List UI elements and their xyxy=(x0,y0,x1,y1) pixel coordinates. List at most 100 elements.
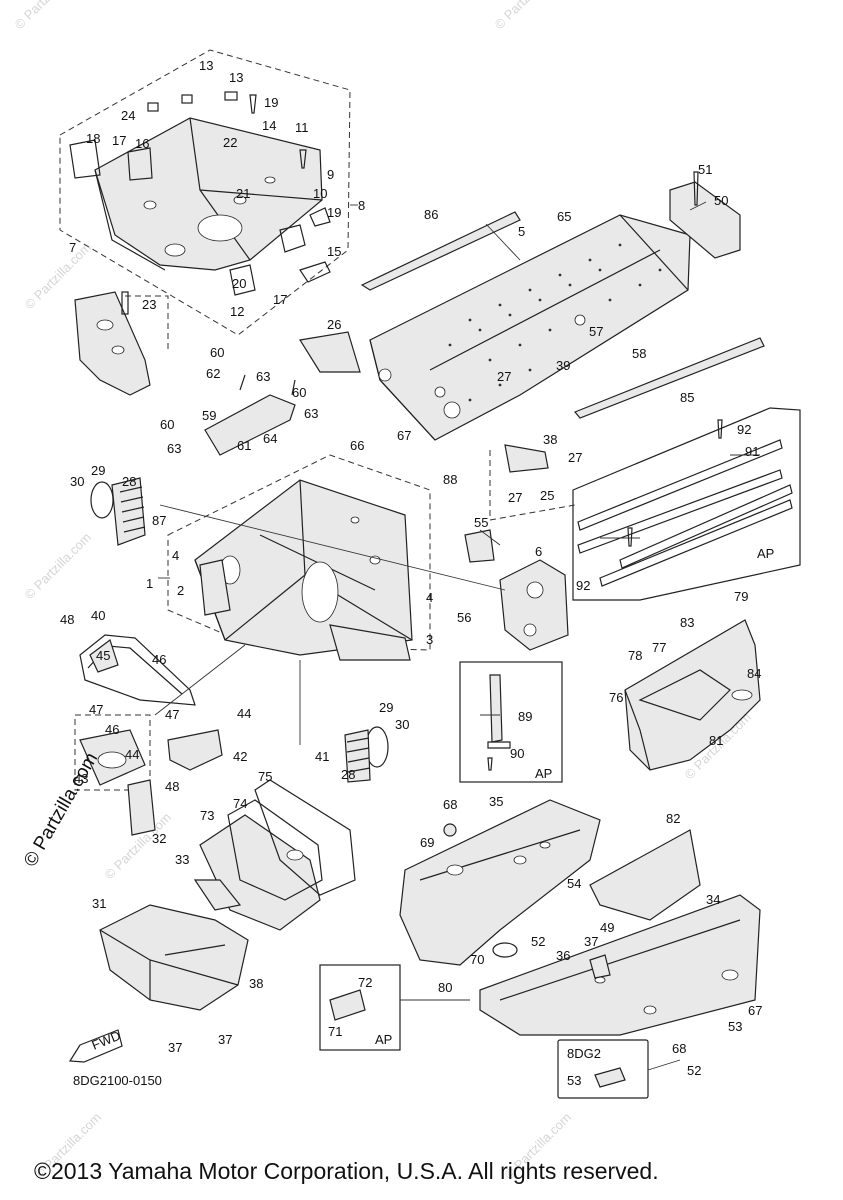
ap-box-rails xyxy=(572,407,801,601)
callout-12: 12 xyxy=(230,304,244,319)
callout-52: 52 xyxy=(687,1063,701,1078)
callout-60: 60 xyxy=(292,385,306,400)
callout-48: 48 xyxy=(165,779,179,794)
front-frame-assembly xyxy=(59,49,358,336)
callout-34: 34 xyxy=(706,892,720,907)
callout-25: 25 xyxy=(540,488,554,503)
callout-54: 54 xyxy=(567,876,581,891)
callout-60: 60 xyxy=(210,345,224,360)
callout-3: 3 xyxy=(426,632,433,647)
callout-53: 53 xyxy=(567,1073,581,1088)
callout-30: 30 xyxy=(70,474,84,489)
callout-41: 41 xyxy=(315,749,329,764)
diagram-code: 8DG2100-0150 xyxy=(73,1073,162,1088)
callout-82: 82 xyxy=(666,811,680,826)
callout-27: 27 xyxy=(508,490,522,505)
callout-27: 27 xyxy=(497,369,511,384)
callout-29: 29 xyxy=(379,700,393,715)
callout-6: 6 xyxy=(535,544,542,559)
callout-8: 8 xyxy=(358,198,365,213)
panel-72 xyxy=(199,814,321,931)
ap-box-70 xyxy=(319,964,401,1051)
callout-84: 84 xyxy=(747,666,761,681)
callout-64: 64 xyxy=(263,431,277,446)
callout-7: 7 xyxy=(69,240,76,255)
callout-47: 47 xyxy=(89,702,103,717)
handle-40 xyxy=(79,634,196,706)
callout-5: 5 xyxy=(518,224,525,239)
callout-56: 56 xyxy=(457,610,471,625)
callout-44: 44 xyxy=(125,747,139,762)
callout-10: 10 xyxy=(313,186,327,201)
callout-83: 83 xyxy=(680,615,694,630)
panel-74 xyxy=(254,779,356,896)
nose-cover-31 xyxy=(99,904,249,1011)
callouts: 1 2 3 4 4 5 6 7 8 9 10 11 12 13 13 14 15… xyxy=(60,58,762,1088)
callout-37: 37 xyxy=(168,1040,182,1055)
callout-62: 62 xyxy=(206,366,220,381)
callout-48: 48 xyxy=(60,612,74,627)
bracket-42 xyxy=(167,729,223,771)
ap-labels: AP AP AP 8DG2 xyxy=(375,546,774,1061)
callout-63: 63 xyxy=(256,369,270,384)
callout-31: 31 xyxy=(92,896,106,911)
side-panel-81 xyxy=(589,829,701,921)
callout-90: 90 xyxy=(510,746,524,761)
panel-73 xyxy=(227,799,323,901)
boot-28-upper xyxy=(90,477,146,546)
callout-4: 4 xyxy=(172,548,179,563)
strip-85 xyxy=(360,211,521,291)
callout-29: 29 xyxy=(91,463,105,478)
fwd-label: FWD xyxy=(90,1028,123,1053)
ap-label-rails: AP xyxy=(757,546,774,561)
callout-65: 65 xyxy=(557,209,571,224)
callout-28: 28 xyxy=(122,474,136,489)
callout-66: 66 xyxy=(350,438,364,453)
callout-19: 19 xyxy=(264,95,278,110)
callout-76: 76 xyxy=(609,690,623,705)
callout-2: 2 xyxy=(177,583,184,598)
callout-68: 68 xyxy=(443,797,457,812)
tunnel-5 xyxy=(369,214,691,441)
bracket-25 xyxy=(489,444,576,521)
callout-87: 87 xyxy=(152,513,166,528)
plate-26 xyxy=(299,331,361,373)
leader-lines xyxy=(154,201,760,1071)
callout-40: 40 xyxy=(91,608,105,623)
callout-13: 13 xyxy=(229,70,243,85)
callout-20: 20 xyxy=(232,276,246,291)
callout-57: 57 xyxy=(589,324,603,339)
callout-17: 17 xyxy=(273,292,287,307)
forward-arrow: FWD xyxy=(68,1028,123,1063)
watermark-text: © Partzilla.com xyxy=(492,0,565,32)
callout-67: 67 xyxy=(748,1003,762,1018)
callout-92: 92 xyxy=(737,422,751,437)
callout-92: 92 xyxy=(576,578,590,593)
callout-61: 61 xyxy=(237,438,251,453)
callout-88: 88 xyxy=(443,472,457,487)
belly-pan-35 xyxy=(399,799,601,966)
callout-28: 28 xyxy=(341,767,355,782)
callout-9: 9 xyxy=(327,167,334,182)
callout-26: 26 xyxy=(327,317,341,332)
callout-77: 77 xyxy=(652,640,666,655)
callout-60: 60 xyxy=(160,417,174,432)
callout-55: 55 xyxy=(474,515,488,530)
callout-74: 74 xyxy=(233,796,247,811)
callout-30: 30 xyxy=(395,717,409,732)
bracket-59 xyxy=(204,374,296,456)
callout-52: 52 xyxy=(531,934,545,949)
callout-63: 63 xyxy=(304,406,318,421)
callout-39: 39 xyxy=(556,358,570,373)
strip-84 xyxy=(574,337,765,419)
callout-38: 38 xyxy=(543,432,557,447)
callout-22: 22 xyxy=(223,135,237,150)
mesh-33 xyxy=(193,879,242,911)
ap-box-stay xyxy=(459,661,563,783)
callout-18: 18 xyxy=(86,131,100,146)
callout-79: 79 xyxy=(734,589,748,604)
callout-38: 38 xyxy=(249,976,263,991)
callout-43: 43 xyxy=(74,771,88,786)
callout-80: 80 xyxy=(438,980,452,995)
callout-4: 4 xyxy=(426,590,433,605)
